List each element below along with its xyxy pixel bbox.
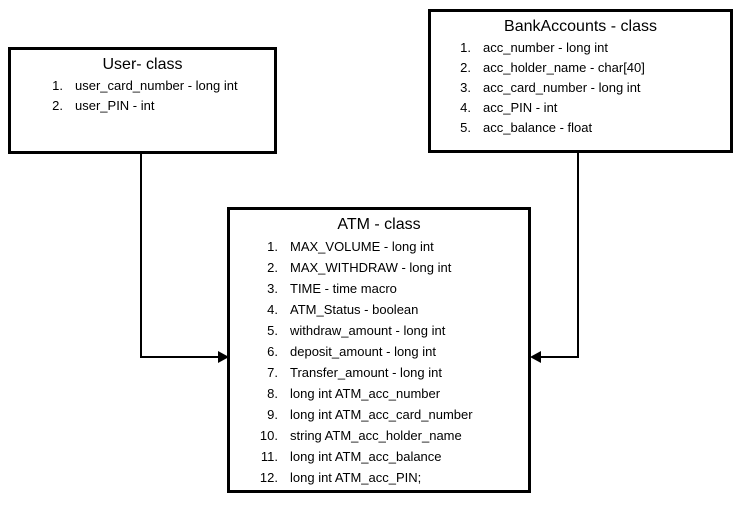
connector-user-vertical bbox=[140, 152, 142, 358]
attribute-row: 5. acc_balance - float bbox=[431, 118, 730, 138]
attribute-text: withdraw_amount - long int bbox=[290, 323, 446, 338]
class-box-bankaccounts[interactable]: BankAccounts - class 1. acc_number - lon… bbox=[428, 9, 733, 153]
attribute-row: 1. user_card_number - long int bbox=[11, 76, 274, 96]
attribute-text: long int ATM_acc_card_number bbox=[290, 407, 473, 422]
attribute-text: long int ATM_acc_balance bbox=[290, 449, 442, 464]
attribute-text: long int ATM_acc_PIN; bbox=[290, 470, 422, 485]
attribute-text: string ATM_acc_holder_name bbox=[290, 428, 462, 443]
connector-bankaccounts-horizontal bbox=[533, 356, 579, 358]
arrowhead-user-to-atm-icon bbox=[218, 351, 229, 363]
attribute-row: 1. MAX_VOLUME - long int bbox=[230, 236, 528, 257]
attribute-list-atm: 1. MAX_VOLUME - long int 2. MAX_WITHDRAW… bbox=[230, 236, 528, 488]
attribute-number: 1. bbox=[52, 78, 63, 93]
attribute-text: MAX_WITHDRAW - long int bbox=[290, 260, 452, 275]
attribute-number: 9. bbox=[267, 407, 278, 422]
attribute-number: 8. bbox=[267, 386, 278, 401]
attribute-row: 10. string ATM_acc_holder_name bbox=[230, 425, 528, 446]
attribute-number: 3. bbox=[460, 80, 471, 95]
attribute-number: 11. bbox=[260, 449, 278, 464]
arrowhead-bankaccounts-to-atm-icon bbox=[530, 351, 541, 363]
attribute-row: 2. acc_holder_name - char[40] bbox=[431, 58, 730, 78]
connector-bankaccounts-vertical bbox=[577, 151, 579, 358]
attribute-number: 5. bbox=[267, 323, 278, 338]
class-box-atm[interactable]: ATM - class 1. MAX_VOLUME - long int 2. … bbox=[227, 207, 531, 493]
attribute-text: TIME - time macro bbox=[290, 281, 397, 296]
attribute-number: 2. bbox=[52, 98, 63, 113]
attribute-row: 4. acc_PIN - int bbox=[431, 98, 730, 118]
attribute-number: 4. bbox=[460, 100, 471, 115]
attribute-row: 2. MAX_WITHDRAW - long int bbox=[230, 257, 528, 278]
attribute-row: 3. TIME - time macro bbox=[230, 278, 528, 299]
attribute-text: long int ATM_acc_number bbox=[290, 386, 441, 401]
attribute-row: 4. ATM_Status - boolean bbox=[230, 299, 528, 320]
attribute-row: 3. acc_card_number - long int bbox=[431, 78, 730, 98]
attribute-list-user: 1. user_card_number - long int 2. user_P… bbox=[11, 76, 274, 116]
attribute-number: 6. bbox=[267, 344, 278, 359]
attribute-text: user_card_number - long int bbox=[75, 78, 238, 93]
attribute-row: 5. withdraw_amount - long int bbox=[230, 320, 528, 341]
attribute-text: deposit_amount - long int bbox=[290, 344, 436, 359]
attribute-number: 12. bbox=[259, 470, 278, 485]
class-title-atm: ATM - class bbox=[337, 216, 421, 233]
class-title-user: User- class bbox=[102, 56, 183, 73]
class-title-bankaccounts: BankAccounts - class bbox=[504, 18, 657, 35]
attribute-number: 5. bbox=[460, 120, 471, 135]
attribute-text: acc_card_number - long int bbox=[483, 80, 641, 95]
attribute-row: 2. user_PIN - int bbox=[11, 96, 274, 116]
attribute-row: 7. Transfer_amount - long int bbox=[230, 362, 528, 383]
attribute-text: user_PIN - int bbox=[75, 98, 155, 113]
attribute-row: 8. long int ATM_acc_number bbox=[230, 383, 528, 404]
attribute-number: 1. bbox=[267, 239, 278, 254]
attribute-number: 2. bbox=[267, 260, 278, 275]
attribute-row: 12. long int ATM_acc_PIN; bbox=[230, 467, 528, 488]
connector-user-horizontal bbox=[140, 356, 226, 358]
attribute-list-bankaccounts: 1. acc_number - long int 2. acc_holder_n… bbox=[431, 38, 730, 138]
attribute-number: 1. bbox=[460, 40, 471, 55]
attribute-row: 9. long int ATM_acc_card_number bbox=[230, 404, 528, 425]
attribute-text: acc_number - long int bbox=[483, 40, 609, 55]
attribute-text: acc_holder_name - char[40] bbox=[483, 60, 645, 75]
attribute-number: 4. bbox=[267, 302, 278, 317]
attribute-text: Transfer_amount - long int bbox=[290, 365, 442, 380]
attribute-text: ATM_Status - boolean bbox=[290, 302, 419, 317]
attribute-text: MAX_VOLUME - long int bbox=[290, 239, 434, 254]
attribute-row: 11. long int ATM_acc_balance bbox=[230, 446, 528, 467]
attribute-text: acc_PIN - int bbox=[483, 100, 558, 115]
attribute-number: 10. bbox=[259, 428, 278, 443]
attribute-text: acc_balance - float bbox=[483, 120, 593, 135]
attribute-row: 1. acc_number - long int bbox=[431, 38, 730, 58]
attribute-number: 2. bbox=[460, 60, 471, 75]
attribute-number: 3. bbox=[267, 281, 278, 296]
attribute-number: 7. bbox=[267, 365, 278, 380]
class-box-user[interactable]: User- class 1. user_card_number - long i… bbox=[8, 47, 277, 154]
attribute-row: 6. deposit_amount - long int bbox=[230, 341, 528, 362]
